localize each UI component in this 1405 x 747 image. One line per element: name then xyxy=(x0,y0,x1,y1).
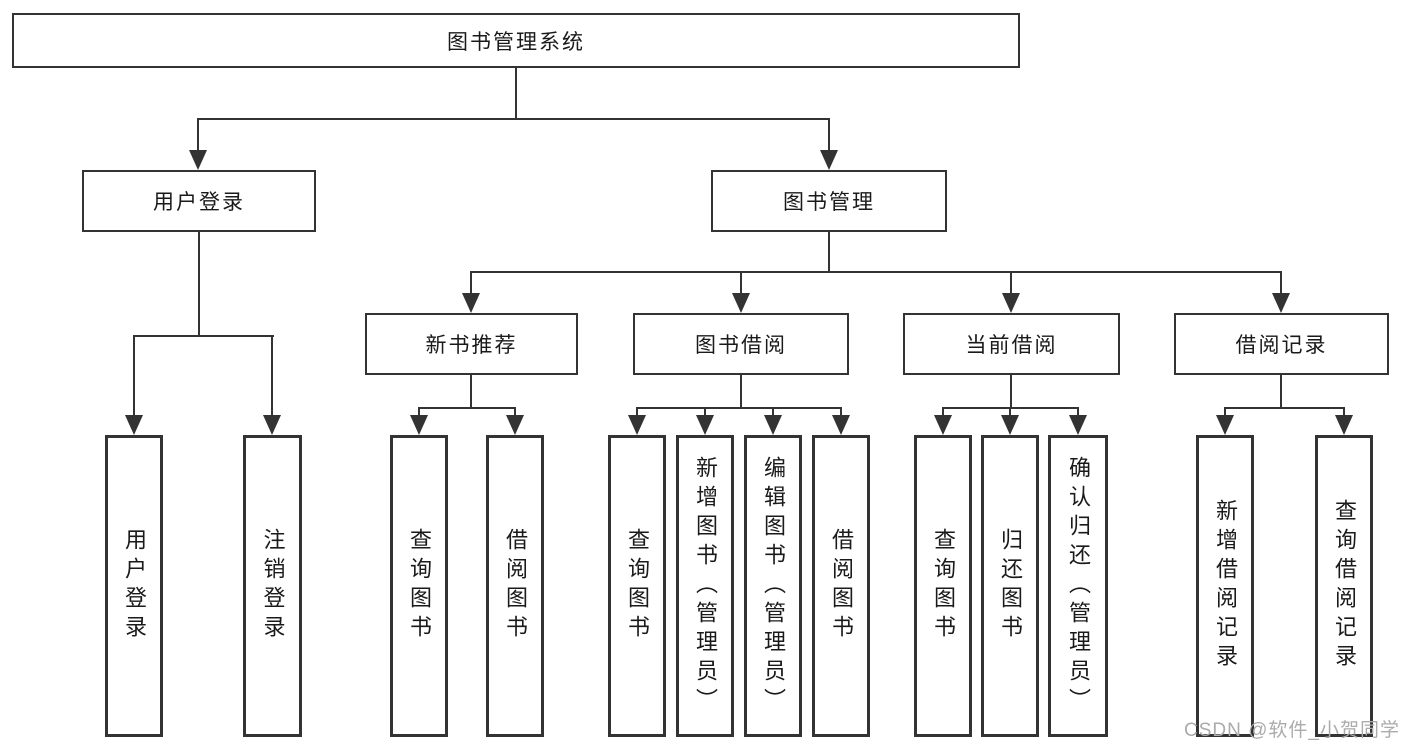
connector-vline xyxy=(704,407,706,415)
connector-vline xyxy=(942,407,944,415)
connector-vline xyxy=(828,118,830,150)
arrowhead xyxy=(462,293,480,313)
connector-vline xyxy=(470,375,472,407)
connector-vline xyxy=(1077,407,1079,415)
connector-hline xyxy=(197,118,830,120)
connector-vline xyxy=(514,407,516,415)
arrowhead xyxy=(189,150,207,170)
leaf-add-borrow-record: 新增借阅记录 xyxy=(1196,435,1254,737)
arrowhead xyxy=(820,150,838,170)
connector-hline xyxy=(418,407,516,409)
node-book-management: 图书管理 xyxy=(711,170,947,232)
leaf-confirm-return-admin: 确认归还（管理员） xyxy=(1048,435,1108,737)
connector-vline xyxy=(197,118,199,150)
connector-vline xyxy=(636,407,638,415)
csdn-watermark: CSDN @软件_小贺同学 xyxy=(1184,720,1400,741)
arrowhead xyxy=(1001,415,1019,435)
arrowhead xyxy=(832,415,850,435)
arrowhead xyxy=(1002,293,1020,313)
node-user-login: 用户登录 xyxy=(82,170,316,232)
arrowhead xyxy=(1069,415,1087,435)
node-new-book-recommend: 新书推荐 xyxy=(365,313,578,375)
connector-vline xyxy=(740,271,742,293)
arrowhead xyxy=(764,415,782,435)
leaf-query-books-recommend: 查询图书 xyxy=(390,435,448,737)
connector-vline xyxy=(198,232,200,335)
connector-vline xyxy=(1343,407,1345,415)
connector-vline xyxy=(515,68,517,118)
leaf-query-books-borrow: 查询图书 xyxy=(608,435,666,737)
leaf-add-books-admin: 新增图书（管理员） xyxy=(676,435,734,737)
node-current-borrow: 当前借阅 xyxy=(903,313,1120,375)
connector-vline xyxy=(418,407,420,415)
connector-vline xyxy=(1010,375,1012,407)
node-book-borrow: 图书借阅 xyxy=(633,313,849,375)
connector-hline xyxy=(470,271,1282,273)
leaf-logout: 注销登录 xyxy=(243,435,302,737)
connector-vline xyxy=(470,271,472,293)
connector-vline xyxy=(1280,375,1282,407)
arrowhead xyxy=(628,415,646,435)
arrowhead xyxy=(125,415,143,435)
leaf-query-books-current: 查询图书 xyxy=(914,435,972,737)
arrowhead xyxy=(934,415,952,435)
arrowhead xyxy=(696,415,714,435)
leaf-query-borrow-record: 查询借阅记录 xyxy=(1315,435,1373,737)
arrowhead xyxy=(1272,293,1290,313)
connector-hline xyxy=(133,335,274,337)
arrowhead xyxy=(263,415,281,435)
connector-vline xyxy=(1010,271,1012,293)
connector-vline xyxy=(772,407,774,415)
arrowhead xyxy=(506,415,524,435)
leaf-edit-books-admin: 编辑图书（管理员） xyxy=(744,435,802,737)
leaf-return-books: 归还图书 xyxy=(981,435,1039,737)
connector-vline xyxy=(740,375,742,407)
connector-vline xyxy=(271,335,273,415)
connector-vline xyxy=(828,232,830,271)
connector-vline xyxy=(133,335,135,415)
connector-vline xyxy=(840,407,842,415)
arrowhead xyxy=(732,293,750,313)
arrowhead xyxy=(1335,415,1353,435)
connector-hline xyxy=(636,407,842,409)
node-borrow-records: 借阅记录 xyxy=(1174,313,1389,375)
arrowhead xyxy=(410,415,428,435)
connector-vline xyxy=(1280,271,1282,293)
connector-vline xyxy=(1009,407,1011,415)
node-root: 图书管理系统 xyxy=(12,13,1020,68)
leaf-borrow-books: 借阅图书 xyxy=(812,435,870,737)
connector-vline xyxy=(1224,407,1226,415)
connector-hline xyxy=(1224,407,1345,409)
leaf-borrow-books-recommend: 借阅图书 xyxy=(486,435,544,737)
arrowhead xyxy=(1216,415,1234,435)
leaf-user-login: 用户登录 xyxy=(105,435,163,737)
